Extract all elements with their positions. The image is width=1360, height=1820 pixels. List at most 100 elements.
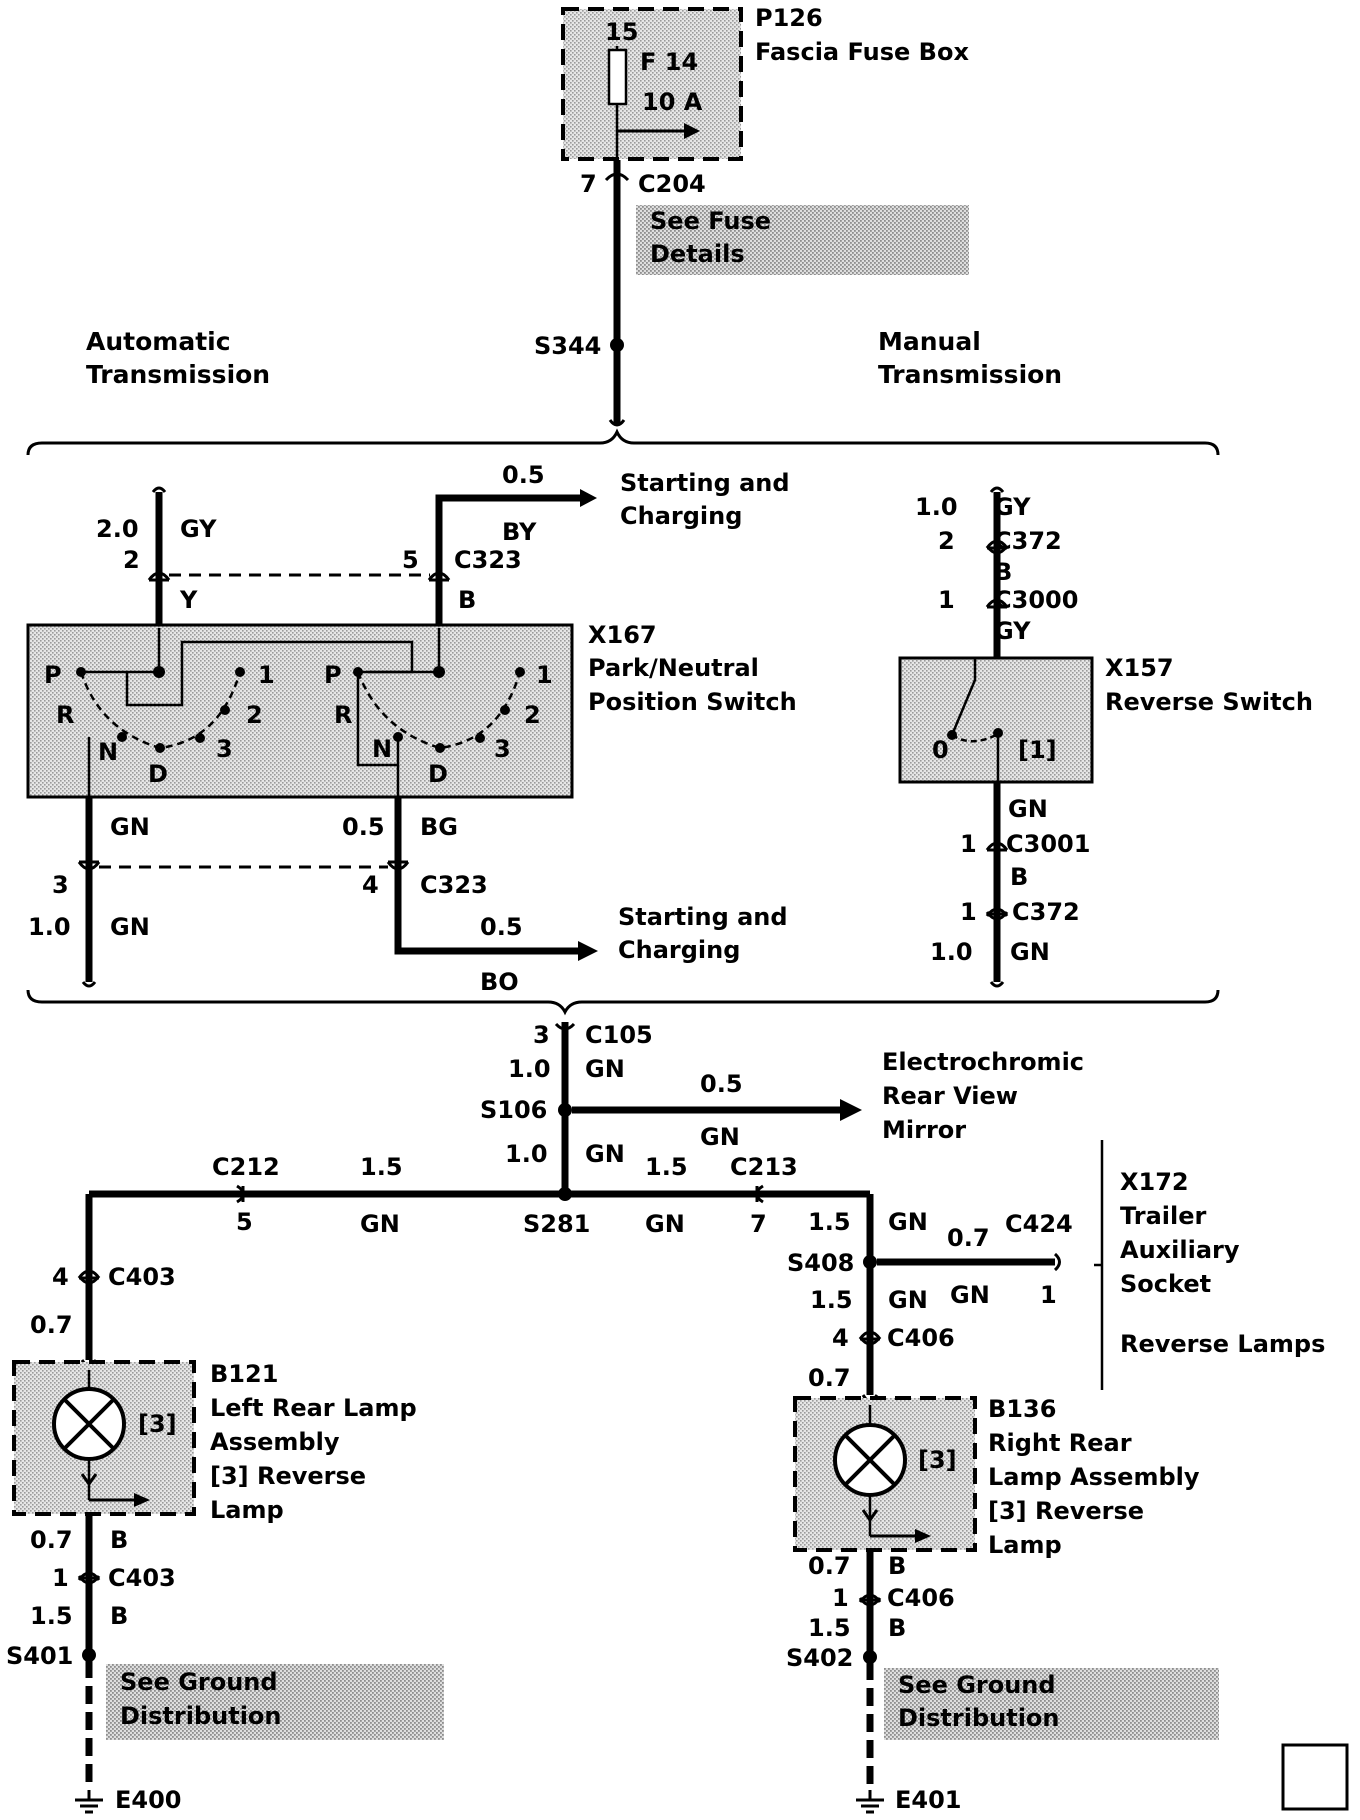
trailer-pin: 1	[1040, 1281, 1057, 1309]
splice-s402-icon	[863, 1650, 877, 1664]
connector-c424-icon	[1053, 1252, 1061, 1272]
left-lamp-out-size: 0.7	[30, 1526, 73, 1554]
x167-name-line2: Position Switch	[588, 688, 797, 716]
x167-dest-bottom-line2: Charging	[618, 936, 740, 964]
x157-reverse-switch: 1.0 GY 2 C372 B 1 C3000 GY 0 [1] X157 Re…	[898, 486, 1313, 988]
x167-dest-top-line1: Starting and	[620, 469, 790, 497]
fuse-terminal-label: 15	[605, 18, 638, 46]
right-lamp-box	[793, 1396, 977, 1552]
trailer-name-line1: Trailer	[1120, 1202, 1206, 1230]
right-lamp-out-size: 0.7	[808, 1552, 851, 1580]
x157-c3000-pin: 1	[938, 586, 955, 614]
c105-id: C105	[585, 1021, 653, 1049]
ground-e401-icon	[856, 1790, 884, 1814]
splice-s401-icon	[82, 1648, 96, 1662]
left-lamp-id: B121	[210, 1360, 278, 1388]
right-lamp-name-line3: [3] Reverse	[988, 1497, 1144, 1525]
x167-right-pos-n: N	[372, 735, 392, 763]
x167-br-conn: C323	[420, 871, 488, 899]
s281-size: 1.0	[505, 1140, 548, 1168]
reverse-lamp-distribution: 3 C105 1.0 GN S106 0.5 GN Electrochromic…	[6, 1021, 1325, 1814]
x167-right-pos-p: P	[324, 661, 342, 689]
x167-left-color: GY	[180, 515, 217, 543]
x167-bl-color: GN	[110, 913, 150, 941]
x167-left-pin: 2	[123, 546, 140, 574]
left-lamp-c403b-id: C403	[108, 1564, 176, 1592]
right-lamp-name-line4: Lamp	[988, 1531, 1062, 1559]
fuse-note-box	[636, 205, 969, 275]
x167-right-pin: 5	[402, 546, 419, 574]
x157-c372b-id: C372	[1012, 898, 1080, 926]
x167-name-line1: Park/Neutral	[588, 654, 759, 682]
right-lamp-size2: 1.5	[808, 1614, 851, 1642]
right-lamp-s408-size: 1.5	[810, 1286, 853, 1314]
right-lamp-ref: [3]	[918, 1446, 957, 1474]
corner-square	[1281, 1743, 1349, 1811]
fuse-box-id: P126	[755, 4, 823, 32]
x167-left-pos-n: N	[98, 738, 118, 766]
trailer-size: 0.7	[947, 1224, 990, 1252]
x157-c3000-id: C3000	[994, 586, 1078, 614]
right-lamp-color2: B	[888, 1614, 906, 1642]
splice-s106-icon	[558, 1103, 572, 1117]
left-lamp-ground: E400	[115, 1786, 182, 1814]
connector-c212-icon	[236, 1184, 245, 1204]
x167-dest-top-line2: Charging	[620, 502, 742, 530]
trailer-name-line3: Socket	[1120, 1270, 1211, 1298]
mirror-name-line1: Electrochromic	[882, 1048, 1084, 1076]
splice-s344-icon	[610, 338, 624, 352]
left-ground-note-box	[106, 1664, 444, 1740]
top-brace	[26, 428, 1220, 456]
left-lamp-c403b-pin: 1	[52, 1564, 69, 1592]
right-lamp-conn: C406	[887, 1324, 955, 1352]
x167-right-pos-d: D	[428, 760, 448, 788]
right-lamp-pin: 4	[832, 1324, 849, 1352]
x157-c372b-pin: 1	[960, 898, 977, 926]
x157-c3001-color: B	[1010, 863, 1028, 891]
manual-transmission-line2: Transmission	[878, 360, 1062, 389]
fuse-note-line1: See Fuse	[650, 207, 771, 235]
auto-transmission-line2: Transmission	[86, 360, 270, 389]
s281-color: GN	[585, 1140, 625, 1168]
right-branch-color2: GN	[888, 1208, 928, 1236]
x167-br-size-top: 0.5	[342, 813, 385, 841]
x157-c372-color: B	[994, 558, 1012, 586]
x157-out-color: GN	[1008, 795, 1048, 823]
left-lamp-ref: [3]	[138, 1410, 177, 1438]
x167-right-color: BY	[502, 518, 537, 546]
s408-label: S408	[787, 1249, 854, 1277]
right-lamp-ground: E401	[895, 1786, 962, 1814]
right-lamp-size: 0.7	[808, 1364, 851, 1392]
left-lamp-out-color: B	[110, 1526, 128, 1554]
left-lamp-color2: B	[110, 1602, 128, 1630]
trailer-name-line2: Auxiliary	[1120, 1236, 1240, 1264]
x167-br-size: 0.5	[480, 913, 523, 941]
x157-top-size: 1.0	[915, 493, 958, 521]
x167-right-size: 0.5	[502, 461, 545, 489]
left-branch-size: 1.5	[360, 1153, 403, 1181]
right-ground-note-line1: See Ground	[898, 1671, 1056, 1699]
x167-left-pos-1: 1	[258, 661, 275, 689]
c213-pin: 7	[750, 1210, 767, 1238]
right-ground-note-box	[884, 1668, 1219, 1740]
mirror-name-line2: Rear View	[882, 1082, 1018, 1110]
x157-id: X157	[1105, 654, 1174, 682]
right-lamp-name-line2: Lamp Assembly	[988, 1463, 1200, 1491]
fuse-rating: 10 A	[642, 88, 703, 116]
x157-bottom-color: GN	[1010, 938, 1050, 966]
manual-transmission-line1: Manual	[878, 327, 981, 356]
x157-top-color: GY	[994, 493, 1031, 521]
x167-br-pin: 4	[362, 871, 379, 899]
x167-left-bottom-color: Y	[179, 586, 198, 614]
trailer-function: Reverse Lamps	[1120, 1330, 1325, 1358]
x167-br-color-top: BG	[420, 813, 458, 841]
left-lamp-pin: 4	[52, 1263, 69, 1291]
fuse-box-p126: 15 F 14 10 A P126 Fascia Fuse Box	[561, 4, 969, 161]
x167-dest-bottom-line1: Starting and	[618, 903, 788, 931]
x167-right-pos-r: R	[334, 701, 352, 729]
x157-name: Reverse Switch	[1105, 688, 1313, 716]
left-lamp-name-line2: Assembly	[210, 1428, 340, 1456]
x167-park-neutral-switch: 2.0 GY 2 Y 0.5 BY 5 C323 B Starting and …	[26, 461, 797, 996]
x167-right-pos-1: 1	[536, 661, 553, 689]
